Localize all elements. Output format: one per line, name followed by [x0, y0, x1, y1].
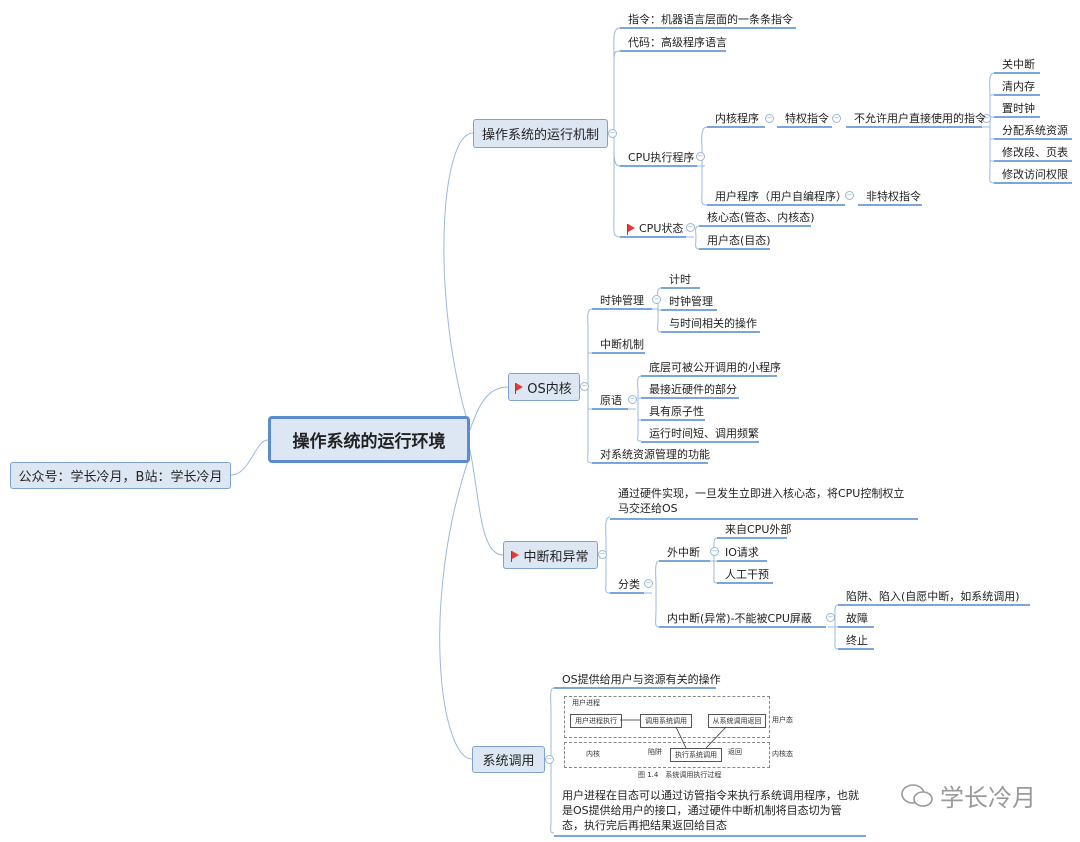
side-note-node[interactable]: 公众号：学长冷月，B站：学长冷月: [10, 462, 231, 489]
node-internal-item[interactable]: 终止: [838, 633, 874, 650]
node-primitive-item[interactable]: 具有原子性: [641, 404, 705, 421]
node-priv-item[interactable]: 修改段、页表: [994, 145, 1072, 162]
fig-label: 用户进程: [572, 699, 600, 707]
node-nonprivileged-instr[interactable]: 非特权指令: [858, 189, 922, 206]
collapse-toggle[interactable]: −: [652, 295, 661, 304]
node-kernel-program[interactable]: 内核程序: [707, 111, 765, 128]
node-internal-item[interactable]: 陷阱、陷入(自愿中断，如系统调用): [838, 589, 1030, 606]
root-node[interactable]: 操作系统的运行环境: [268, 416, 470, 463]
kernel-mode-region: [564, 742, 770, 768]
fig-box: 执行系统调用: [670, 748, 722, 762]
fig-label: 陷阱: [648, 748, 662, 756]
node-clock-item[interactable]: 与时间相关的操作: [661, 316, 760, 333]
collapse-toggle[interactable]: −: [545, 755, 554, 764]
node-cpu-state[interactable]: CPU状态: [620, 221, 686, 238]
collapse-toggle[interactable]: −: [826, 613, 835, 622]
node-external-interrupt[interactable]: 外中断: [659, 545, 710, 562]
node-internal-interrupt[interactable]: 内中断(异常)-不能被CPU屏蔽: [659, 611, 826, 628]
fig-box: 用户进程执行: [570, 714, 622, 728]
collapse-toggle[interactable]: −: [608, 129, 617, 138]
node-cpu-exec[interactable]: CPU执行程序: [620, 150, 697, 167]
node-clock-mgmt[interactable]: 时钟管理: [592, 293, 652, 310]
collapse-toggle[interactable]: −: [765, 114, 774, 123]
node-external-item[interactable]: IO请求: [717, 545, 767, 562]
branch-syscall[interactable]: 系统调用: [472, 746, 545, 773]
syscall-figure: 用户进程 用户进程执行 调用系统调用 从系统调用返回 用户态 内核 陷阱 执行系…: [558, 690, 793, 782]
node-primitive-item[interactable]: 最接近硬件的部分: [641, 382, 739, 399]
node-primitive-item[interactable]: 运行时间短、调用频繁: [641, 426, 759, 443]
collapse-toggle[interactable]: −: [710, 547, 719, 556]
branch-run-mechanism[interactable]: 操作系统的运行机制: [473, 119, 608, 148]
branch-interrupt[interactable]: 中断和异常: [503, 541, 598, 569]
collapse-toggle[interactable]: −: [644, 579, 653, 588]
node-privileged-instr[interactable]: 特权指令: [777, 111, 832, 128]
collapse-toggle[interactable]: −: [686, 223, 695, 232]
node-priv-item[interactable]: 关中断: [994, 57, 1040, 74]
fig-label: 返回: [728, 748, 742, 756]
node-priv-item[interactable]: 清内存: [994, 79, 1040, 96]
collapse-toggle[interactable]: −: [598, 550, 607, 559]
node-interrupt-desc[interactable]: 通过硬件实现，一旦发生立即进入核心态，将CPU控制权立马交还给OS: [610, 486, 918, 520]
node-user-program[interactable]: 用户程序（用户自编程序）: [707, 189, 847, 206]
node-resource-mgmt[interactable]: 对系统资源管理的功能: [592, 447, 710, 464]
branch-label: 中断和异常: [523, 549, 589, 565]
node-external-item[interactable]: 人工干预: [717, 567, 773, 584]
fig-box: 从系统调用返回: [708, 714, 766, 728]
node-label: CPU状态: [639, 222, 684, 235]
flag-icon: [511, 551, 520, 562]
branch-label: OS内核: [527, 381, 572, 397]
collapse-toggle[interactable]: −: [628, 395, 637, 404]
watermark-text: 学长冷月: [940, 784, 1036, 812]
node-primitive[interactable]: 原语: [592, 393, 628, 410]
node-external-item[interactable]: 来自CPU外部: [717, 522, 791, 539]
collapse-toggle[interactable]: −: [696, 152, 705, 161]
fig-box: 调用系统调用: [640, 714, 692, 728]
node-interrupt-mechanism[interactable]: 中断机制: [592, 337, 645, 354]
collapse-toggle[interactable]: −: [845, 191, 854, 200]
node-classify[interactable]: 分类: [610, 577, 644, 594]
node-internal-item[interactable]: 故障: [838, 611, 874, 628]
fig-arrows: [620, 719, 727, 749]
wechat-icon: [901, 783, 933, 807]
fig-caption: 图 1.4 系统调用执行过程: [638, 771, 722, 779]
node-syscall-desc[interactable]: 用户进程在目态可以通过访管指令来执行系统调用程序，也就是OS提供给用户的接口，通…: [554, 788, 866, 837]
node-os-provides[interactable]: OS提供给用户与资源有关的操作: [554, 672, 721, 689]
node-code[interactable]: 代码：高级程序语言: [620, 35, 727, 52]
node-primitive-item[interactable]: 底层可被公开调用的小程序: [641, 360, 781, 377]
user-mode-region: [564, 696, 770, 738]
collapse-toggle[interactable]: −: [982, 114, 991, 123]
node-user-mode[interactable]: 用户态(目态): [699, 233, 771, 250]
node-instruction[interactable]: 指令：机器语言层面的一条条指令: [620, 12, 796, 29]
fig-label: 用户态: [772, 716, 793, 724]
node-kernel-mode[interactable]: 核心态(管态、内核态): [699, 210, 815, 227]
collapse-toggle[interactable]: −: [580, 382, 589, 391]
collapse-toggle[interactable]: −: [832, 114, 841, 123]
fig-label: 内核: [586, 750, 600, 758]
node-priv-item[interactable]: 修改访问权限: [994, 167, 1072, 184]
branch-os-kernel[interactable]: OS内核: [508, 373, 580, 401]
node-priv-item[interactable]: 分配系统资源: [994, 123, 1072, 140]
node-clock-item[interactable]: 计时: [661, 272, 700, 289]
node-not-allowed[interactable]: 不允许用户直接使用的指令: [846, 111, 986, 128]
node-priv-item[interactable]: 置时钟: [994, 101, 1040, 118]
node-clock-item[interactable]: 时钟管理: [661, 294, 717, 311]
watermark: 学长冷月: [900, 778, 1036, 813]
flag-icon: [515, 383, 524, 394]
flag-icon: [627, 224, 635, 235]
fig-label: 内核态: [772, 750, 793, 758]
